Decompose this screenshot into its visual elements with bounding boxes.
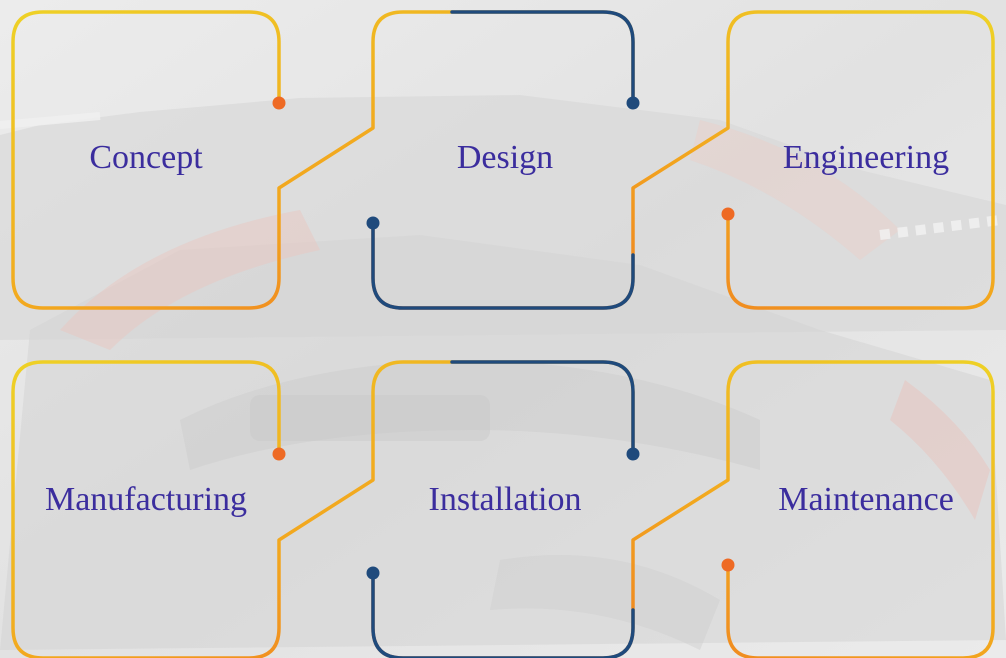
design-navy-bracket-bottom (371, 221, 635, 310)
stage-label-manufacturing: Manufacturing (44, 481, 248, 518)
connector-dot (272, 447, 286, 461)
connector-dot (366, 566, 380, 580)
stage-label-installation: Installation (428, 481, 582, 518)
installation-frame-lower (371, 360, 995, 658)
design-navy-bracket-top (450, 10, 635, 105)
connector-dot (626, 96, 640, 110)
connector-dot (721, 558, 735, 572)
connector-dot (721, 207, 735, 221)
installation-navy-bracket-top (450, 360, 635, 456)
connector-dot (366, 216, 380, 230)
installation-navy-bracket-bottom (371, 571, 635, 658)
stage-label-concept: Concept (89, 139, 203, 176)
stage-label-engineering: Engineering (782, 139, 950, 176)
connector-dot (626, 447, 640, 461)
stage-label-design: Design (456, 139, 554, 176)
stage-label-maintenance: Maintenance (778, 481, 954, 518)
connector-dot (272, 96, 286, 110)
